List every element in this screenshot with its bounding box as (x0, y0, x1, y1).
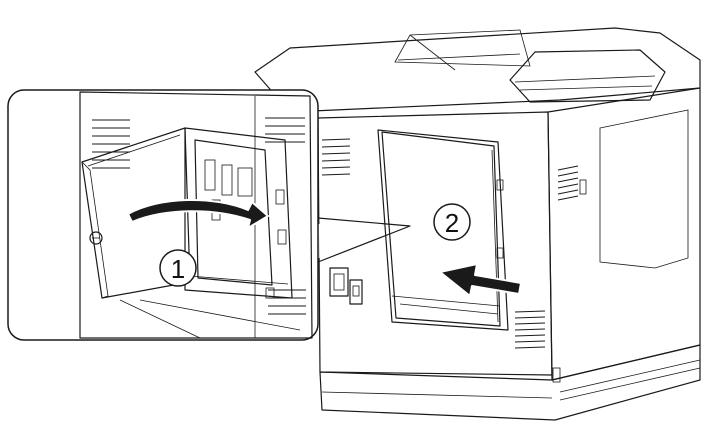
rear-vents-left (321, 138, 351, 176)
usb-port-icon (349, 279, 363, 305)
base-latch (552, 367, 561, 383)
output-tray-recess (394, 29, 531, 67)
board-slot-3 (237, 167, 253, 197)
inset-foot-tab (265, 287, 275, 299)
inset-frame (7, 89, 319, 341)
side-latch (579, 179, 587, 195)
board-slot-2 (221, 164, 233, 196)
printer-top-face (254, 27, 701, 113)
straight-arrow-icon (439, 263, 522, 297)
rear-cover-frame (377, 129, 509, 331)
printer-body (254, 27, 701, 421)
rear-cover-edge (491, 149, 499, 323)
inset-opening-frame (184, 127, 293, 299)
frame-rail (391, 295, 501, 307)
floor-line (119, 299, 201, 339)
printer-side-face (547, 87, 701, 381)
step-2-label: 2 (445, 208, 459, 238)
rear-cover-panel (381, 131, 501, 327)
step-1-badge: 1 (159, 249, 197, 287)
controller-board (194, 139, 273, 286)
rear-vents-lower (514, 310, 546, 349)
inset-printer-face (79, 91, 313, 339)
paper-stopper-ridge (514, 75, 656, 83)
paper-stopper-ridge-2 (519, 85, 653, 91)
thumbscrew-icon (89, 231, 103, 245)
floor-line-2 (139, 299, 301, 331)
frame-rail-2 (399, 303, 499, 315)
paper-stopper (509, 49, 666, 103)
step-1-circle (159, 249, 197, 287)
inset-hook-top (275, 189, 285, 205)
side-vents-upper (557, 165, 579, 201)
inset-cover-edge (87, 134, 181, 167)
board-slot-1 (204, 159, 216, 191)
step-1-label: 1 (171, 254, 185, 284)
cover-hook-bottom (496, 247, 504, 259)
output-tray-lip (397, 53, 521, 61)
step-2-circle (433, 203, 471, 241)
side-panel-inset (599, 109, 689, 269)
base-tray-line-2 (559, 367, 701, 401)
output-tray-edge (409, 34, 456, 71)
power-inlet-icon (329, 267, 349, 297)
inset-hook-bottom (277, 229, 287, 245)
curved-arrow-icon (127, 199, 269, 229)
callout-wedge (317, 217, 411, 263)
base-tray-line (559, 359, 701, 393)
printer-base-tray (319, 344, 701, 421)
step-2-badge: 2 (433, 203, 471, 241)
inset-rail (189, 275, 289, 285)
base-tray-line-3 (321, 391, 553, 399)
cover-hook-top (496, 179, 504, 191)
